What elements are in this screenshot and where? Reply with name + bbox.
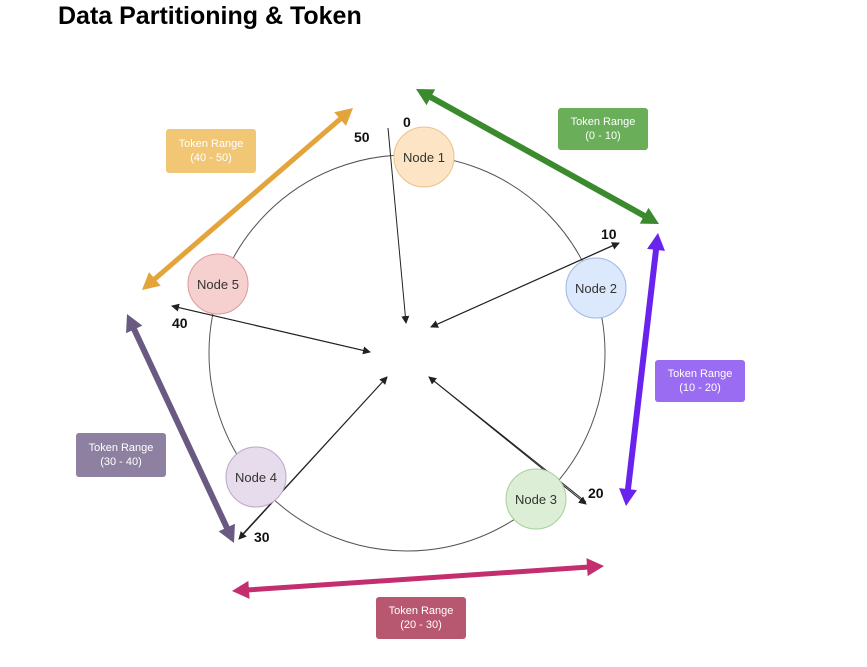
range-arrow-10-20 xyxy=(619,233,665,506)
pointer-arrow-40-in xyxy=(171,305,371,355)
token-label-10: 10 xyxy=(601,226,617,242)
node-1-label: Node 1 xyxy=(403,150,445,165)
range-arrow-0-10-head-start xyxy=(416,89,436,106)
range-arrow-10-20-head-end xyxy=(619,488,637,506)
range-arrow-0-10-shaft xyxy=(427,93,648,220)
token-label-30: 30 xyxy=(254,529,270,545)
node-3-circle xyxy=(505,468,567,530)
range-box-0-10-bg xyxy=(558,108,648,150)
range-box-30-40-line1: Token Range xyxy=(89,442,154,454)
node-3-label: Node 3 xyxy=(515,492,557,507)
range-arrow-30-40 xyxy=(126,314,235,543)
range-arrow-40-50-shaft xyxy=(151,115,344,283)
range-arrow-20-30-shaft xyxy=(246,564,590,593)
token-label-40: 40 xyxy=(172,315,188,331)
range-arrow-40-50-head-start xyxy=(334,108,353,126)
range-box-20-30-line2: (20 - 30) xyxy=(400,619,442,631)
range-box-40-50-line2: (40 - 50) xyxy=(190,152,232,164)
pointer-arrow-0 xyxy=(387,127,410,324)
range-arrow-20-30-head-end xyxy=(232,580,250,599)
range-arrow-20-30-head-start xyxy=(586,558,604,577)
node-5-label: Node 5 xyxy=(197,277,239,292)
node-2-label: Node 2 xyxy=(575,281,617,296)
range-arrow-10-20-head-start xyxy=(647,233,665,251)
range-arrow-30-40-head-start xyxy=(126,314,143,334)
range-arrow-10-20-shaft xyxy=(624,247,660,492)
node-4-label: Node 4 xyxy=(235,470,277,485)
range-box-10-20-line1: Token Range xyxy=(668,368,733,380)
node-3: Node 3 xyxy=(505,468,567,530)
range-box-40-50-line1: Token Range xyxy=(179,138,244,150)
pointer-arrow-30-back xyxy=(238,376,388,540)
node-2: Node 2 xyxy=(565,257,627,319)
node-4: Node 4 xyxy=(225,446,287,508)
range-box-30-40: Token Range (30 - 40) xyxy=(76,433,166,477)
range-arrow-30-40-shaft xyxy=(130,326,231,531)
range-box-40-50-bg xyxy=(166,129,256,173)
node-5-circle xyxy=(187,253,249,315)
range-box-10-20-bg xyxy=(655,360,745,402)
token-label-20: 20 xyxy=(588,485,604,501)
range-box-30-40-bg xyxy=(76,433,166,477)
range-box-10-20: Token Range (10 - 20) xyxy=(655,360,745,402)
range-box-0-10-line2: (0 - 10) xyxy=(585,130,620,142)
node-4-circle xyxy=(225,446,287,508)
token-label-50: 50 xyxy=(354,129,370,145)
range-box-40-50: Token Range (40 - 50) xyxy=(166,129,256,173)
range-arrow-0-10 xyxy=(416,89,659,224)
node-1: Node 1 xyxy=(393,126,455,188)
range-box-20-30-line1: Token Range xyxy=(389,605,454,617)
range-arrow-30-40-head-end xyxy=(218,523,235,543)
node-5: Node 5 xyxy=(187,253,249,315)
range-box-10-20-line2: (10 - 20) xyxy=(679,382,721,394)
token-label-0: 0 xyxy=(403,114,411,130)
range-box-20-30-bg xyxy=(376,597,466,639)
range-arrow-20-30 xyxy=(232,558,604,599)
range-arrow-40-50 xyxy=(142,108,353,290)
range-box-0-10-line1: Token Range xyxy=(571,116,636,128)
page-title: Data Partitioning & Token xyxy=(58,2,362,30)
pointer-arrow-10-back xyxy=(430,242,620,328)
range-arrow-40-50-head-end xyxy=(142,272,161,290)
range-box-20-30: Token Range (20 - 30) xyxy=(376,597,466,639)
node-2-circle xyxy=(565,257,627,319)
range-box-30-40-line2: (30 - 40) xyxy=(100,456,142,468)
range-box-0-10: Token Range (0 - 10) xyxy=(558,108,648,150)
node-1-circle xyxy=(393,126,455,188)
range-arrow-0-10-head-end xyxy=(639,207,659,224)
